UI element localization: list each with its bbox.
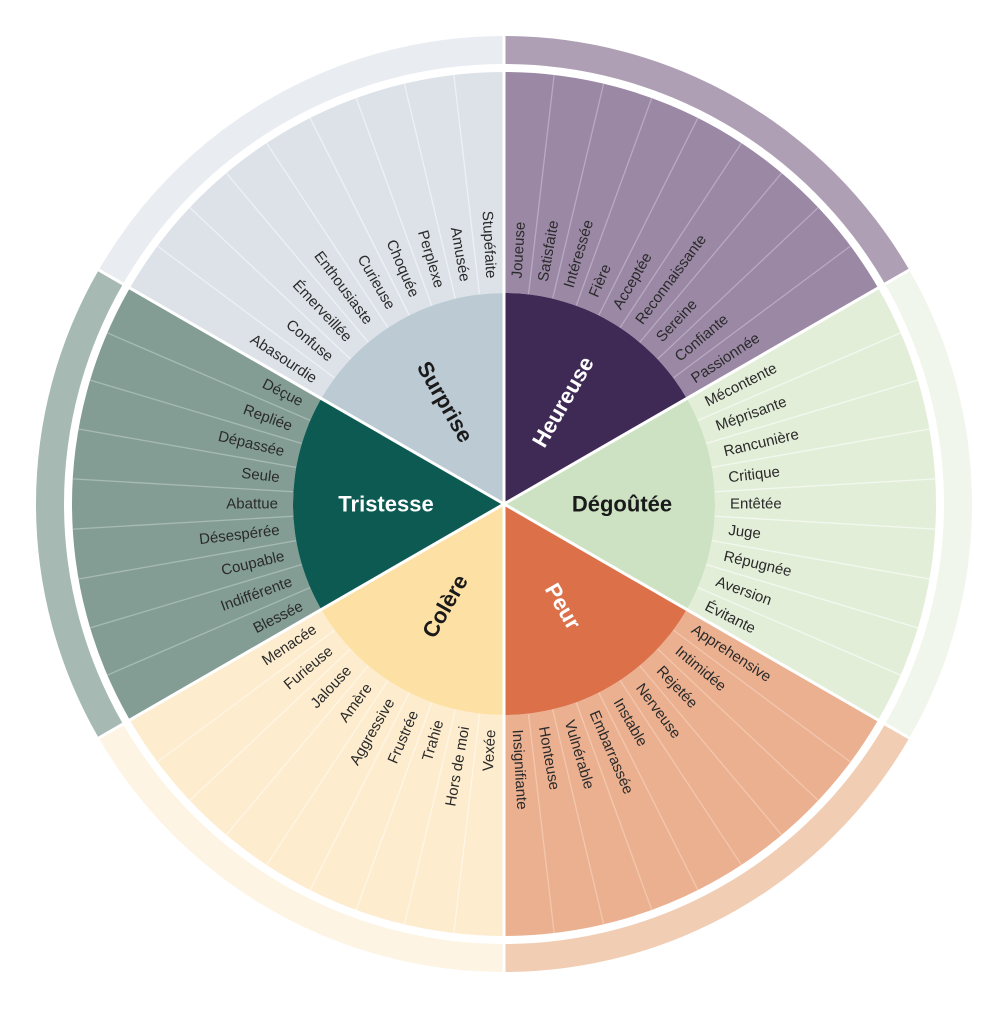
wedge-divider (355, 702, 433, 911)
middle-sector-colere (129, 609, 505, 936)
wedge-divider (575, 97, 653, 306)
outer-ring (36, 36, 972, 972)
wedge-divider (453, 74, 481, 295)
segment-separator (96, 267, 505, 506)
core-sector-heureuse (504, 293, 687, 504)
wedge-divider (78, 428, 297, 469)
wedge-divider (657, 207, 819, 360)
wedge-divider (711, 539, 930, 580)
segment-separator (503, 267, 912, 506)
wedge-divider (657, 648, 819, 801)
wedge-divider (639, 665, 783, 836)
middle-ring (71, 72, 936, 936)
wedge-divider (225, 172, 369, 343)
wedge-divider (309, 117, 410, 316)
wedge-divider (355, 97, 433, 306)
wedge-divider (575, 702, 653, 911)
wedge-divider (639, 172, 783, 343)
wedge-divider (157, 629, 336, 763)
outer-band-colere (98, 724, 505, 972)
wedge-divider (672, 629, 851, 763)
middle-sector-heureuse (504, 72, 879, 399)
core-sector-degoutee (504, 398, 715, 610)
wedge-divider (697, 332, 901, 422)
emotion-label-degoutee: Entêtée (730, 496, 782, 513)
middle-sector-peur (504, 609, 879, 936)
wedge-divider (697, 586, 901, 676)
wedge-divider (403, 709, 456, 925)
wedge-divider (309, 692, 410, 891)
emotion-label-peur: Insignifiante (509, 729, 531, 810)
wedge-divider (711, 428, 930, 469)
wedge-divider (619, 142, 742, 329)
outer-band-degoutee (885, 270, 972, 738)
wedge-divider (705, 379, 919, 445)
middle-sector-tristesse (71, 288, 322, 720)
wedge-divider (78, 539, 297, 580)
wedge-divider (266, 679, 389, 866)
wedge-divider (189, 648, 351, 801)
emotion-label-heureuse: Joueuse (509, 221, 529, 279)
emotion-label-surprise: Stupéfaite (478, 210, 499, 278)
wedge-divider (89, 563, 303, 629)
core-ring (293, 293, 715, 715)
outer-band-surprise (98, 36, 505, 284)
emotion-label-degoutee: Juge (727, 522, 761, 543)
outer-band-heureuse (504, 36, 910, 284)
wedge-divider (527, 713, 555, 934)
middle-sector-degoutee (686, 288, 936, 720)
wedge-divider (107, 332, 311, 422)
wedge-divider (714, 478, 936, 493)
wedge-divider (598, 117, 699, 316)
wedge-divider (453, 713, 481, 934)
core-sector-peur (504, 504, 687, 715)
outer-band-peur (504, 724, 910, 972)
wedge-divider (89, 379, 303, 445)
middle-sector-surprise (129, 72, 505, 399)
emotion-label-colere: Vexée (480, 729, 499, 772)
wedge-divider (552, 83, 605, 299)
emotion-label-tristesse: Abattue (226, 496, 278, 513)
wedge-divider (714, 515, 936, 530)
emotion-label-tristesse: Seule (240, 465, 280, 486)
wedge-divider (189, 207, 351, 360)
wedge-divider (705, 563, 919, 629)
wedge-divider (72, 478, 294, 493)
wedge-divider (72, 515, 294, 530)
core-sector-colere (321, 504, 504, 715)
wedge-divider (403, 83, 456, 299)
segment-separator (503, 502, 912, 741)
wedge-divider (266, 142, 389, 329)
wedge-divider (672, 245, 851, 379)
core-label-degoutee: Dégoûtée (572, 492, 672, 517)
wedge-divider (619, 679, 742, 866)
segment-separators (96, 34, 912, 974)
core-sector-surprise (321, 293, 504, 504)
core-label-tristesse: Tristesse (338, 492, 433, 517)
wedge-divider (157, 245, 336, 379)
wedge-divider (552, 709, 605, 925)
wedge-divider (598, 692, 699, 891)
wedge-divider (527, 74, 555, 295)
outer-band-tristesse (36, 270, 123, 738)
emotion-label-degoutee: Critique (727, 463, 780, 486)
wedge-divider (225, 665, 369, 836)
segment-separator (96, 502, 505, 741)
wedge-divider (107, 586, 311, 676)
core-sector-tristesse (293, 398, 504, 610)
